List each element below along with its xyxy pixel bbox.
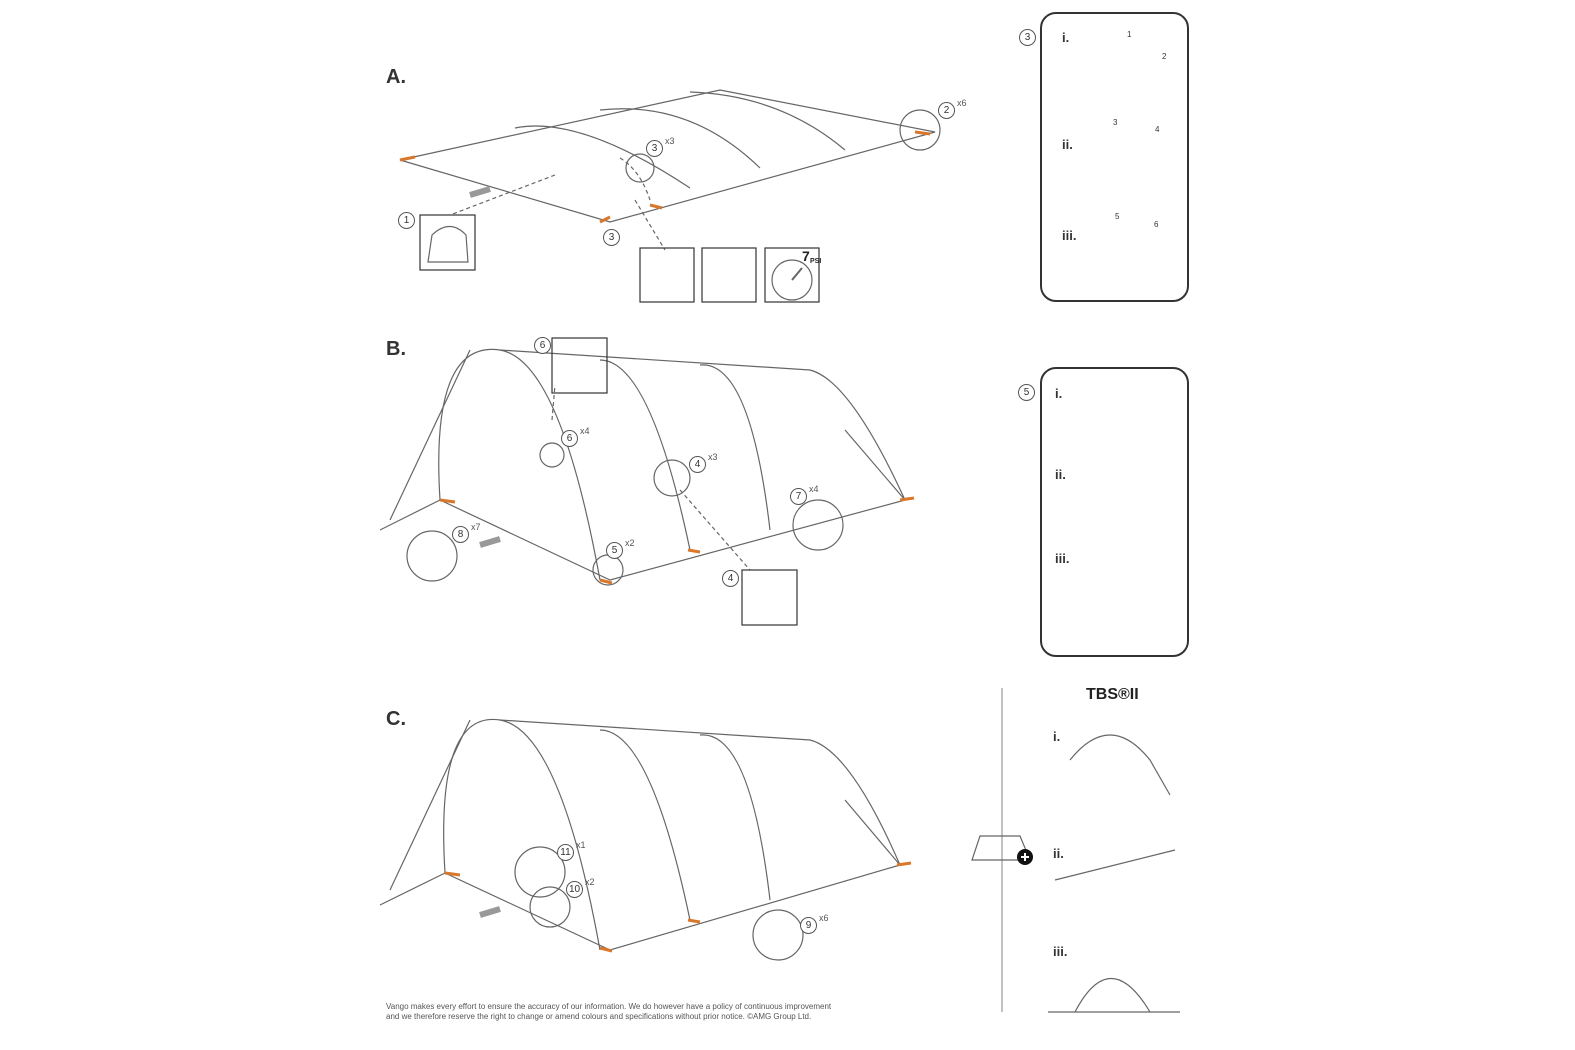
arrow-number: 4 <box>1155 125 1160 134</box>
step-label: iii. <box>1053 944 1068 959</box>
disclaimer: Vango makes every effort to ensure the a… <box>386 1002 886 1022</box>
callout: 4 <box>722 570 739 587</box>
callout: 6 <box>534 337 551 354</box>
disclaimer-line: and we therefore reserve the right to ch… <box>386 1012 812 1021</box>
direction-arrow <box>479 536 501 548</box>
section-a-label: A. <box>386 66 406 88</box>
tent-pitched-c <box>379 718 902 961</box>
tbs-title: TBS®II <box>1086 686 1139 703</box>
arrow-number: 2 <box>1162 52 1167 61</box>
valve-panel <box>1040 12 1189 302</box>
orange-pegging-points-c <box>444 861 912 953</box>
callout: 3 <box>603 229 620 246</box>
step-label: ii. <box>1055 467 1066 482</box>
disclaimer-line: Vango makes every effort to ensure the a… <box>386 1002 832 1011</box>
direction-arrow <box>469 186 491 198</box>
arrow-number: 1 <box>1127 30 1132 39</box>
step-label: i. <box>1062 30 1070 45</box>
panel-5-callout: 5 <box>1018 384 1035 401</box>
arrow-number: 3 <box>1113 118 1118 127</box>
pole-panel <box>1040 367 1189 657</box>
section-b-label: B. <box>386 338 406 360</box>
direction-arrow <box>479 906 501 918</box>
tent-pitched-b <box>379 337 907 626</box>
gauge-unit: PSI <box>810 258 822 265</box>
step-label: iii. <box>1062 228 1077 243</box>
step-label: iii. <box>1055 551 1070 566</box>
arrow-number: 6 <box>1154 220 1159 229</box>
step-label: ii. <box>1053 846 1064 861</box>
step-label: ii. <box>1062 137 1073 152</box>
orange-pegging-points-b <box>439 496 915 585</box>
step-label: i. <box>1053 729 1061 744</box>
orange-pegging-points-a <box>399 130 931 224</box>
callout: 1 <box>398 212 415 229</box>
section-c-label: C. <box>386 708 406 730</box>
arrow-number: 5 <box>1115 212 1120 221</box>
tent-flat-a <box>399 89 941 303</box>
gauge-value: 7 <box>802 248 810 264</box>
tent-accessory-icon <box>971 835 1031 861</box>
panel-3-callout: 3 <box>1019 29 1036 46</box>
step-label: i. <box>1055 386 1063 401</box>
